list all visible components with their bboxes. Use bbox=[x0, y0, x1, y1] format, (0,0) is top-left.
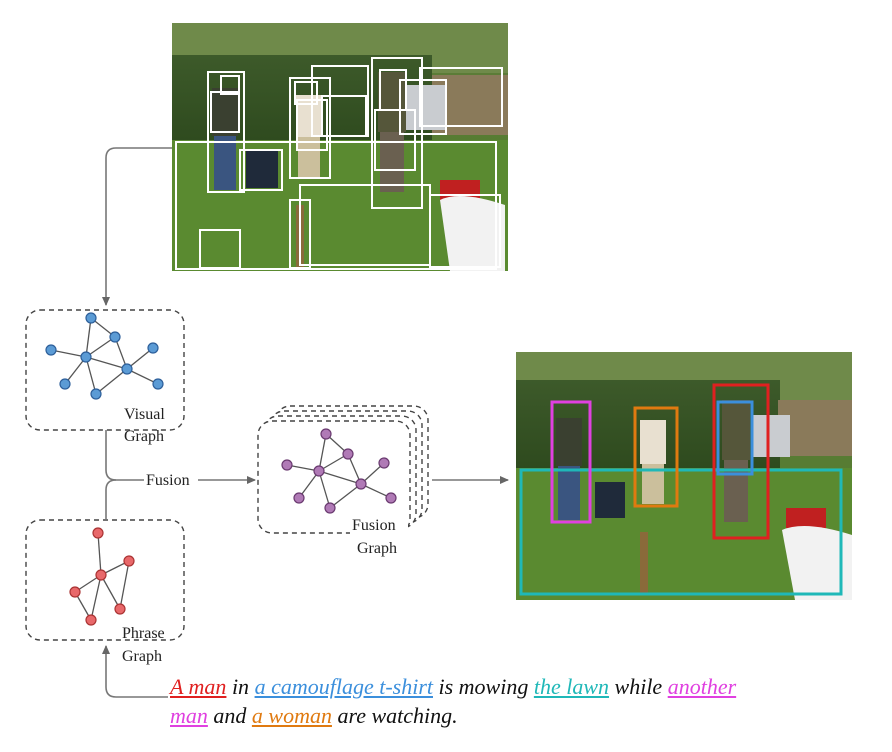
fusion-node bbox=[324, 502, 336, 514]
caption-to-phrase-graph-arrow bbox=[102, 645, 168, 698]
proposal-to-visual-graph-arrow bbox=[102, 147, 172, 306]
phrase-another: another bbox=[667, 674, 737, 699]
box-a-man bbox=[712, 383, 770, 540]
phrase-man: man bbox=[170, 703, 208, 728]
phrase-node bbox=[69, 586, 81, 598]
phrase-node bbox=[92, 527, 104, 539]
fusion-node bbox=[281, 459, 293, 471]
visual-node bbox=[147, 342, 159, 354]
visual-graph-label-line2: Graph bbox=[124, 428, 164, 445]
phrase-camouflage-tshirt: a camouflage t-shirt bbox=[254, 674, 433, 699]
visual-node bbox=[85, 312, 97, 324]
phrase-graph-label-line2: Graph bbox=[122, 648, 162, 665]
phrase-the-lawn: the lawn bbox=[533, 674, 610, 699]
phrase-a-woman: a woman bbox=[251, 703, 332, 728]
grounding-result-image bbox=[516, 352, 852, 600]
visual-graph-frame bbox=[25, 309, 185, 431]
caption-text: is mowing bbox=[433, 674, 534, 699]
fusion-node bbox=[355, 478, 367, 490]
visual-node bbox=[80, 351, 92, 363]
fusion-graph-label-line1: Fusion bbox=[352, 517, 396, 534]
input-image-with-proposals bbox=[172, 23, 508, 271]
box-the-lawn bbox=[519, 468, 843, 596]
phrase-a-man: A man bbox=[170, 674, 227, 699]
caption-sentence: A man in a camouflage t-shirt is mowing … bbox=[170, 672, 870, 730]
caption-text: while bbox=[609, 674, 668, 699]
caption-text: in bbox=[226, 674, 255, 699]
visual-node bbox=[45, 344, 57, 356]
fusion-node bbox=[342, 448, 354, 460]
phrase-node bbox=[95, 569, 107, 581]
visual-to-fusion-line bbox=[105, 430, 117, 481]
phrase-node bbox=[114, 603, 126, 615]
visual-node bbox=[59, 378, 71, 390]
visual-node bbox=[152, 378, 164, 390]
fusion-arrow-label: Fusion bbox=[146, 472, 190, 489]
visual-node bbox=[109, 331, 121, 343]
fusion-graph-label-line2: Graph bbox=[357, 540, 397, 557]
fusion-node bbox=[313, 465, 325, 477]
caption-text: are watching. bbox=[331, 703, 458, 728]
box-a-woman bbox=[633, 406, 679, 508]
phrase-graph: Phrase Graph bbox=[25, 519, 185, 665]
fusion-node bbox=[378, 457, 390, 469]
phrase-to-fusion-line bbox=[105, 479, 117, 520]
caption-text: and bbox=[207, 703, 252, 728]
phrase-graph-label-line1: Phrase bbox=[122, 625, 165, 642]
box-camouflage-tshirt bbox=[716, 400, 754, 476]
box-another-man bbox=[550, 400, 592, 524]
phrase-node bbox=[85, 614, 97, 626]
visual-graph-label-line1: Visual bbox=[124, 406, 165, 423]
fusion-node bbox=[320, 428, 332, 440]
phrase-node bbox=[123, 555, 135, 567]
fusion-node bbox=[293, 492, 305, 504]
visual-node bbox=[121, 363, 133, 375]
fusion-graph-frame bbox=[257, 420, 411, 534]
phrase-graph-frame bbox=[25, 519, 185, 641]
fusion-graph: Fusion Graph bbox=[257, 405, 429, 558]
visual-graph: Visual Graph bbox=[25, 309, 185, 445]
visual-node bbox=[90, 388, 102, 400]
fusion-node bbox=[385, 492, 397, 504]
